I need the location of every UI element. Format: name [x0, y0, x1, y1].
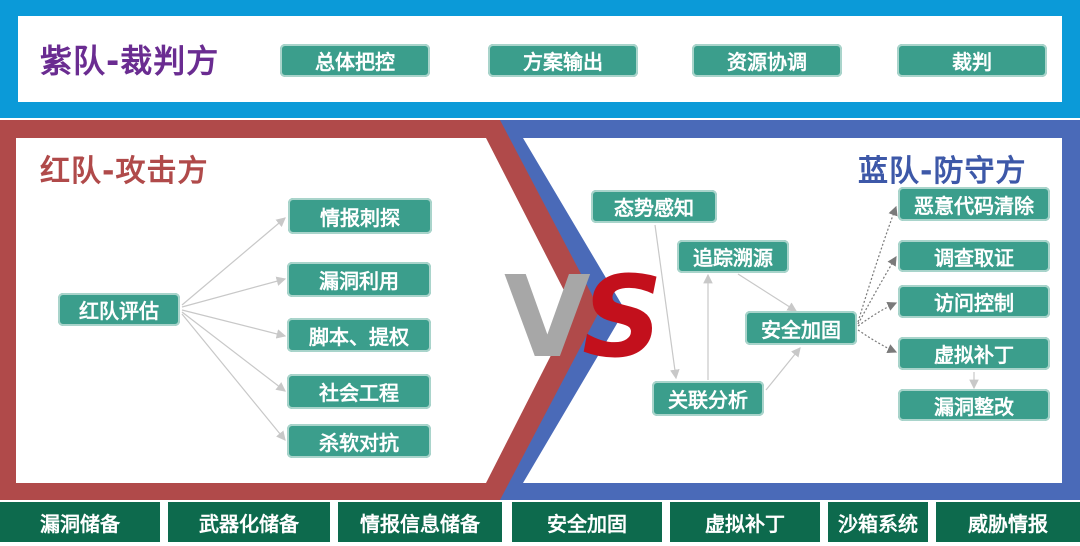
bottom-item-sandbox: 沙箱系统 [828, 502, 928, 542]
blue-arrow-situation-correlation [654, 224, 680, 380]
bottom-item-weapon-reserve: 武器化储备 [168, 502, 330, 542]
vs-letter-v: V [504, 253, 591, 383]
blue-arrow-trace-hardening [737, 273, 798, 312]
bottom-item-threat-intel: 威胁情报 [936, 502, 1080, 542]
blue-arrow-hardening-vpatch [857, 329, 898, 354]
red-item-av-evasion: 杀软对抗 [287, 424, 431, 458]
blue-title: 蓝队-防守方 [858, 154, 1027, 189]
blue-arrow-hardening-access [857, 301, 898, 327]
blue-node-forensics: 调查取证 [898, 240, 1050, 272]
blue-arrow-hardening-forensics [857, 255, 897, 325]
blue-arrow-correlation-hardening [765, 347, 801, 391]
bottom-item-hardening: 安全加固 [512, 502, 662, 542]
red-item-intel: 情报刺探 [288, 198, 432, 234]
blue-node-situation: 态势感知 [591, 190, 717, 223]
bottom-item-vuln-reserve: 漏洞储备 [0, 502, 160, 542]
judge-item-overall-control: 总体把控 [280, 44, 430, 77]
red-panel [16, 138, 574, 483]
judge-title: 紫队-裁判方 [40, 42, 220, 80]
blue-node-correlation: 关联分析 [652, 381, 764, 416]
bottom-item-vpatch: 虚拟补丁 [670, 502, 820, 542]
red-arrow-3 [181, 309, 287, 339]
vs-letter-s: S [582, 253, 663, 383]
red-item-exploit: 漏洞利用 [287, 262, 431, 297]
judge-item-resource-coordination: 资源协调 [692, 44, 842, 77]
red-arrow-1 [181, 217, 286, 306]
bottom-item-intel-reserve: 情报信息储备 [338, 502, 502, 542]
judge-item-plan-output: 方案输出 [488, 44, 638, 77]
blue-node-access: 访问控制 [898, 285, 1050, 318]
red-item-social-eng: 社会工程 [287, 374, 431, 409]
judge-item-referee: 裁判 [897, 44, 1047, 77]
red-arrow-5 [181, 313, 286, 441]
blue-node-vulnfix: 漏洞整改 [898, 389, 1050, 421]
blue-node-hardening: 安全加固 [745, 311, 857, 345]
red-arrow-2 [181, 276, 287, 308]
red-item-script-privesc: 脚本、提权 [287, 318, 431, 352]
red-arrow-4 [181, 311, 286, 392]
blue-node-malware: 恶意代码清除 [898, 187, 1050, 221]
blue-node-vpatch: 虚拟补丁 [898, 337, 1050, 370]
red-root-node: 红队评估 [58, 293, 180, 326]
blue-node-trace: 追踪溯源 [677, 240, 789, 273]
red-title: 红队-攻击方 [40, 154, 209, 189]
